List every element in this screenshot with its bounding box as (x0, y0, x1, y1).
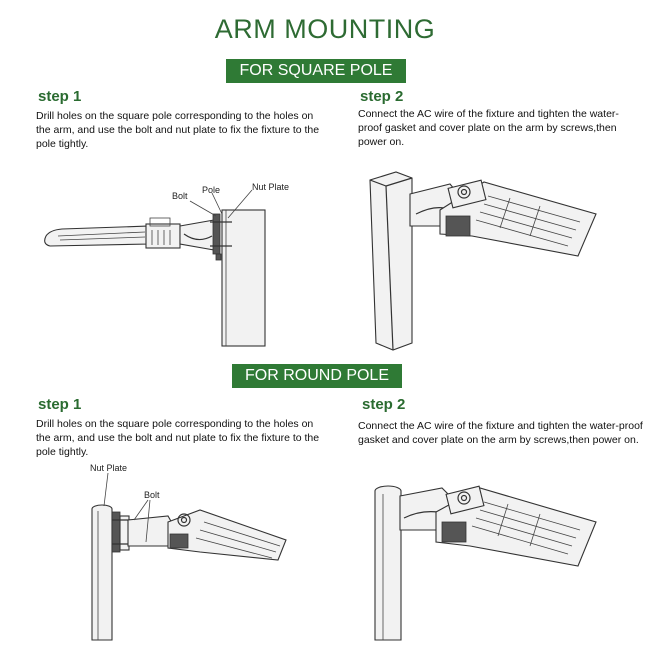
square-step1-drawing: Bolt Pole Nut Plate (44, 182, 289, 347)
square-step2-drawing (369, 171, 597, 351)
round-step2-drawing (374, 485, 597, 641)
fixture-housing (145, 223, 181, 249)
nut-plate (111, 511, 121, 553)
callout-bolt: Bolt (172, 191, 188, 201)
round-step1-drawing: Nut Plate Bolt (90, 463, 287, 641)
square-step2-label: step 2 (360, 88, 404, 105)
square-pole-3d (369, 171, 413, 351)
round-step2-label: step 2 (362, 396, 406, 413)
round-pole-banner: FOR ROUND POLE (232, 364, 402, 388)
page-title: ARM MOUNTING (214, 14, 436, 44)
round-pole (91, 509, 113, 641)
fixture-round-1 (167, 509, 287, 561)
square-pole-banner: FOR SQUARE POLE (226, 59, 406, 83)
square-step2-text: Connect the AC wire of the fixture and t… (358, 108, 619, 148)
callout-nut-plate: Nut Plate (252, 182, 289, 192)
callout-pole: Pole (202, 185, 220, 195)
mount-bracket (212, 213, 221, 255)
round-step2-text: Connect the AC wire of the fixture and t… (358, 420, 643, 446)
round-step1-text: Drill holes on the square pole correspon… (36, 418, 320, 458)
square-step1-text: Drill holes on the square pole correspon… (36, 110, 320, 150)
callout-bolt-round: Bolt (144, 490, 160, 500)
square-pole (221, 209, 266, 347)
round-step1-label: step 1 (38, 396, 82, 413)
callout-nut-plate-round: Nut Plate (90, 463, 127, 473)
square-step1-label: step 1 (38, 88, 82, 105)
round-pole-2 (374, 491, 402, 641)
